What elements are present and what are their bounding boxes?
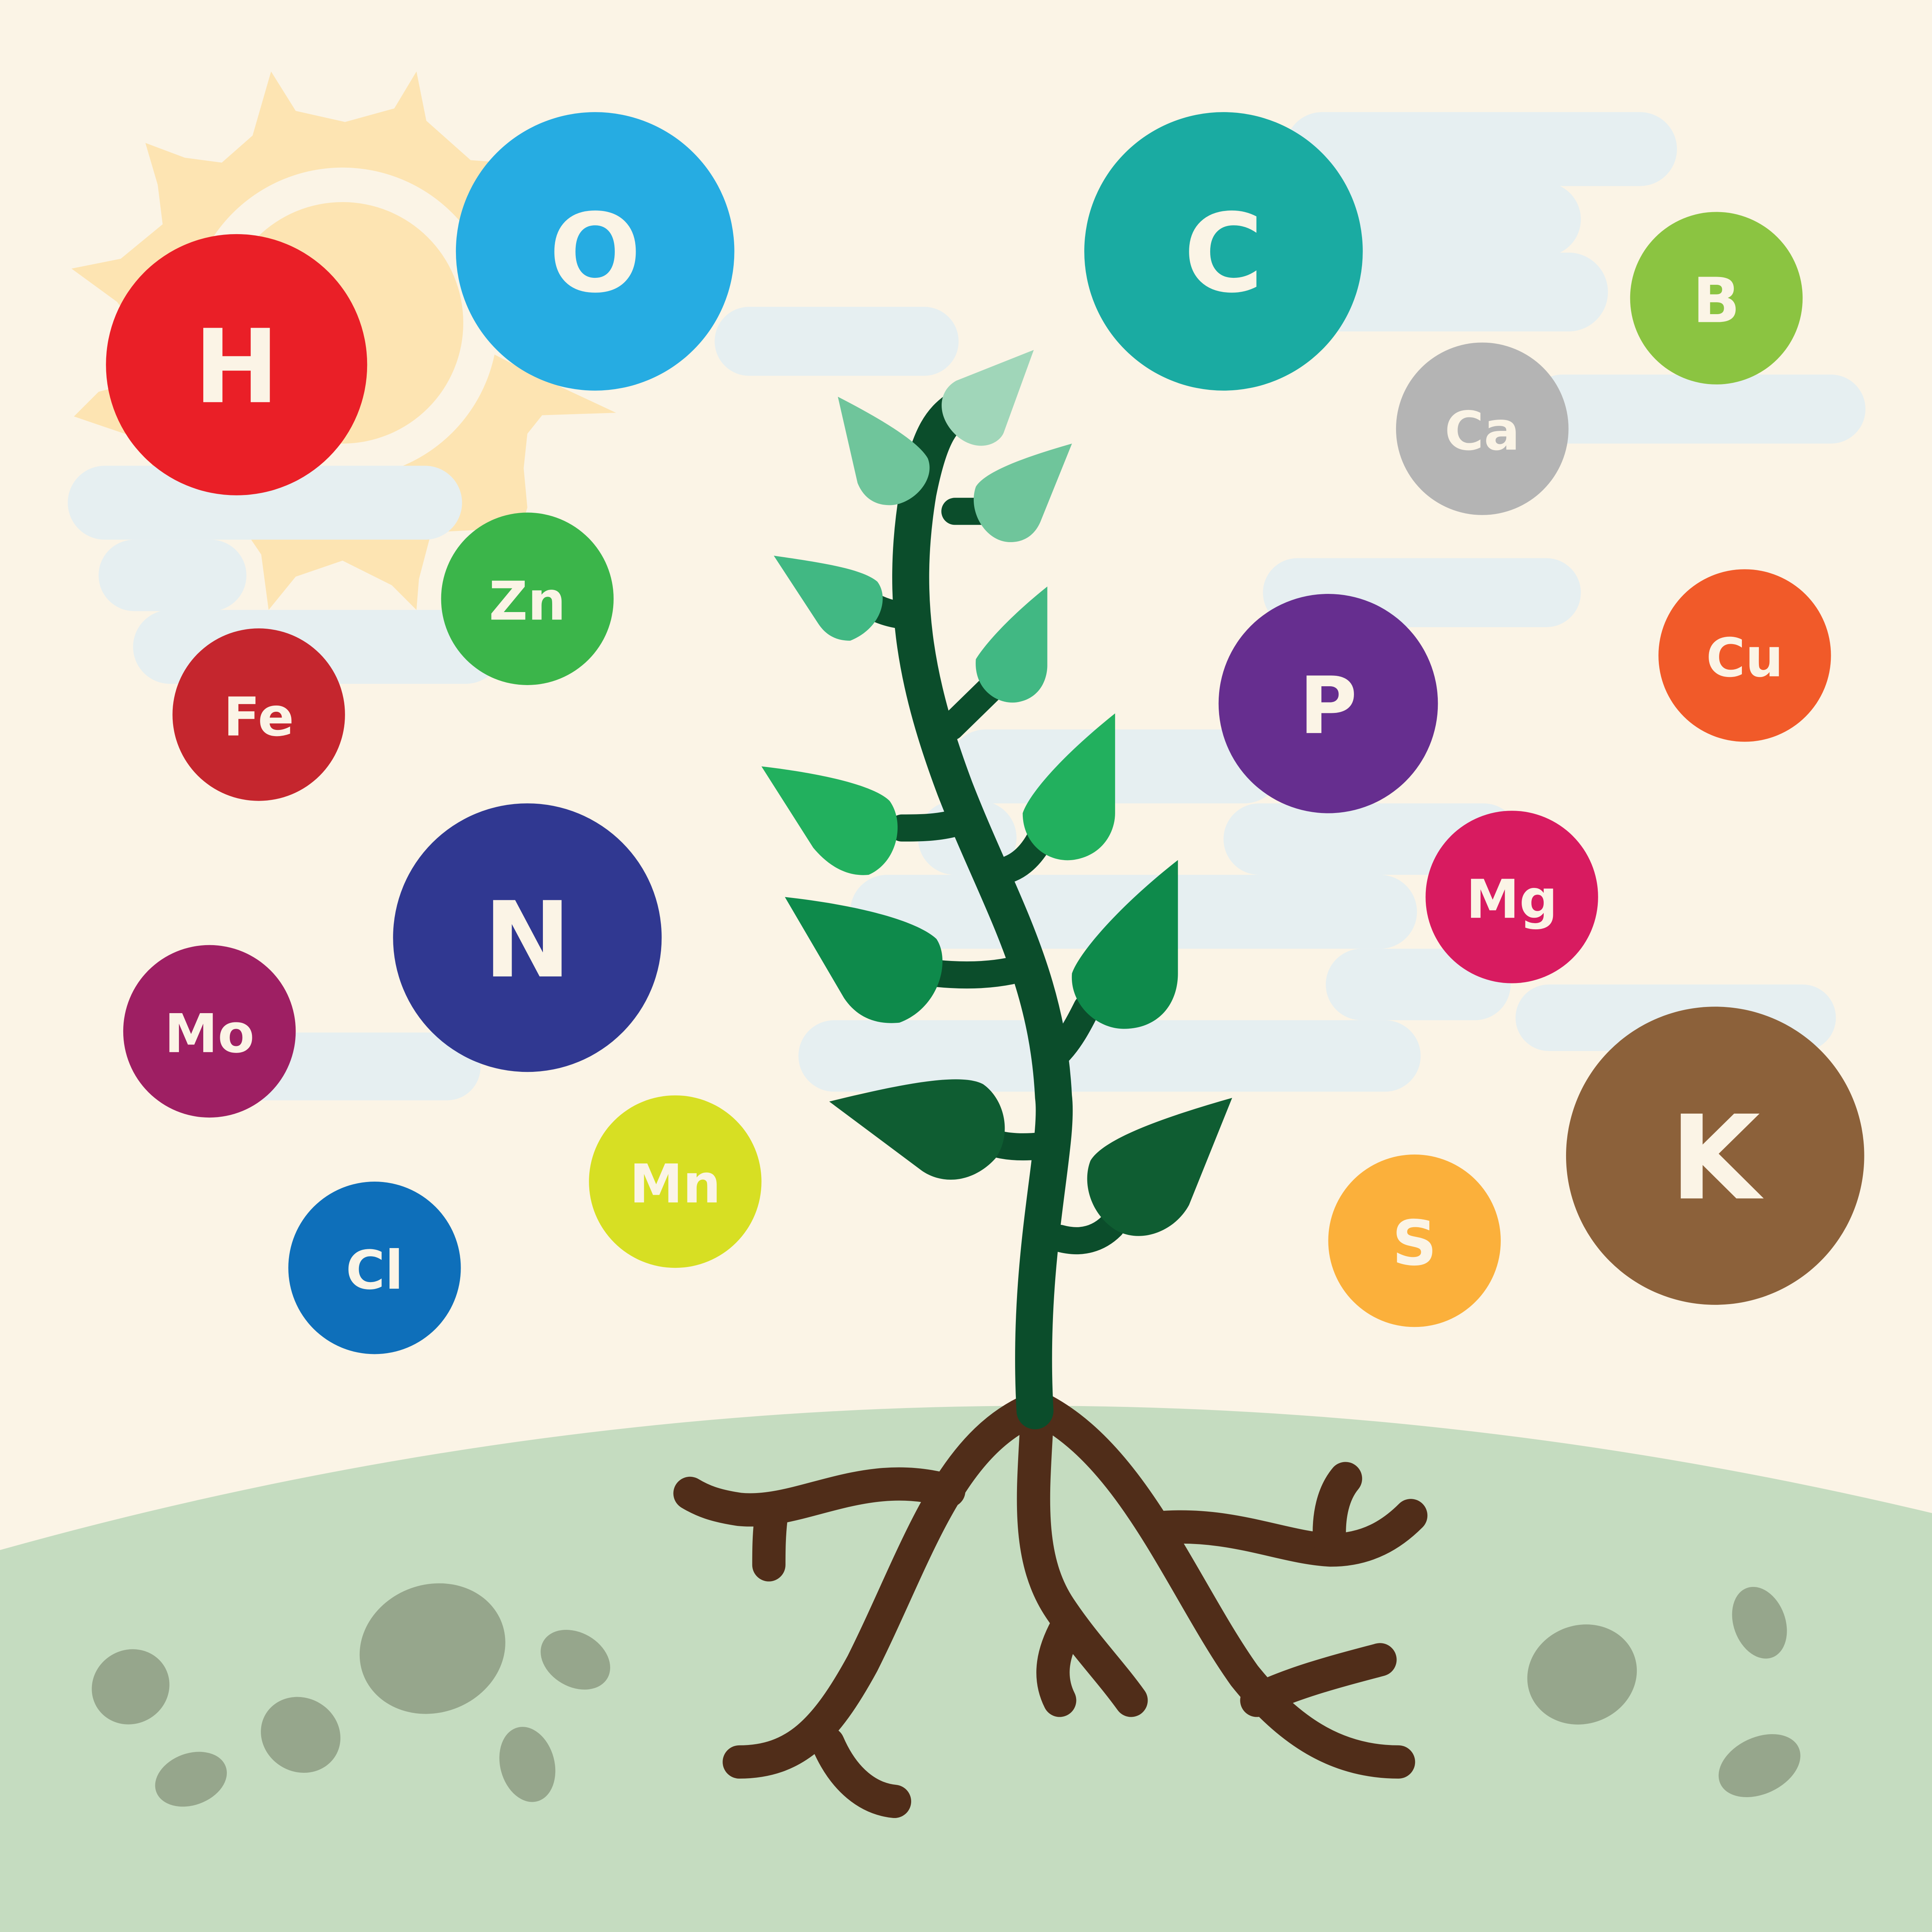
element-symbol: Mn: [629, 1153, 721, 1215]
element-circle: [123, 945, 296, 1118]
element-b: B: [1630, 212, 1803, 384]
leaf: [829, 1079, 1005, 1180]
leaf: [1071, 860, 1178, 1029]
element-cl: Cl: [288, 1182, 461, 1354]
stone-icon: [92, 1649, 170, 1725]
element-symbol: Ca: [1445, 400, 1520, 463]
element-n: N: [393, 803, 662, 1072]
element-symbol: C: [1184, 190, 1263, 317]
leaf: [973, 443, 1072, 543]
element-circle: [1658, 569, 1831, 742]
stone-icon: [1718, 1734, 1801, 1798]
element-c: C: [1084, 112, 1363, 391]
element-ca: Ca: [1396, 342, 1569, 515]
element-mg: Mg: [1425, 811, 1598, 983]
element-circle: [106, 234, 367, 495]
element-symbol: O: [549, 190, 641, 317]
element-cu: Cu: [1658, 569, 1831, 742]
element-circle: [456, 112, 735, 391]
element-circle: [1084, 112, 1363, 391]
element-circle: [1566, 1007, 1864, 1305]
element-circle: [1425, 811, 1598, 983]
stone-icon: [1732, 1587, 1787, 1659]
element-circle: [1630, 212, 1803, 384]
element-fe: Fe: [172, 628, 345, 801]
cloud-icon: [68, 466, 503, 684]
cloud-icon: [714, 307, 959, 376]
ground: [0, 1406, 1932, 1932]
element-zn: Zn: [441, 512, 614, 685]
element-circle: [393, 803, 662, 1072]
stone-icon: [499, 1727, 556, 1802]
leaf: [976, 586, 1048, 703]
stone-icon: [359, 1583, 505, 1714]
element-symbol: B: [1693, 265, 1740, 337]
element-symbol: P: [1299, 660, 1357, 752]
element-p: P: [1218, 594, 1438, 813]
leaf: [774, 556, 883, 641]
root-icon: [673, 1390, 1428, 1818]
element-circle: [1328, 1154, 1501, 1327]
element-circle: [288, 1182, 461, 1354]
plant-icon: [761, 350, 1232, 1429]
leaf: [1022, 713, 1115, 861]
leaf: [1087, 1098, 1232, 1236]
element-symbol: Zn: [489, 570, 566, 633]
element-o: O: [456, 112, 735, 391]
element-mn: Mn: [589, 1095, 762, 1268]
element-mo: Mo: [123, 945, 296, 1118]
element-symbol: S: [1392, 1207, 1437, 1279]
leaf: [761, 766, 898, 875]
leaf: [941, 350, 1034, 446]
leaf: [785, 897, 943, 1023]
element-circle: [172, 628, 345, 801]
stone-icon: [1527, 1624, 1637, 1725]
element-k: K: [1566, 1007, 1864, 1305]
element-symbol: K: [1670, 1090, 1765, 1226]
element-symbol: Fe: [223, 686, 294, 748]
element-s: S: [1328, 1154, 1501, 1327]
stone-icon: [541, 1629, 611, 1690]
leaf: [838, 396, 930, 505]
cloud-icon: [1285, 112, 1866, 444]
element-circle: [589, 1095, 762, 1268]
element-symbol: N: [483, 879, 571, 1001]
element-symbol: Cu: [1706, 627, 1783, 689]
element-circle: [1218, 594, 1438, 813]
stone-icon: [261, 1697, 340, 1773]
element-symbol: H: [194, 308, 279, 427]
stone-icon: [155, 1752, 227, 1807]
element-circle: [1396, 342, 1569, 515]
element-symbol: Mo: [165, 1003, 255, 1065]
element-circle: [441, 512, 614, 685]
element-symbol: Mg: [1466, 868, 1558, 930]
element-h: H: [106, 234, 367, 495]
element-symbol: Cl: [346, 1239, 403, 1301]
